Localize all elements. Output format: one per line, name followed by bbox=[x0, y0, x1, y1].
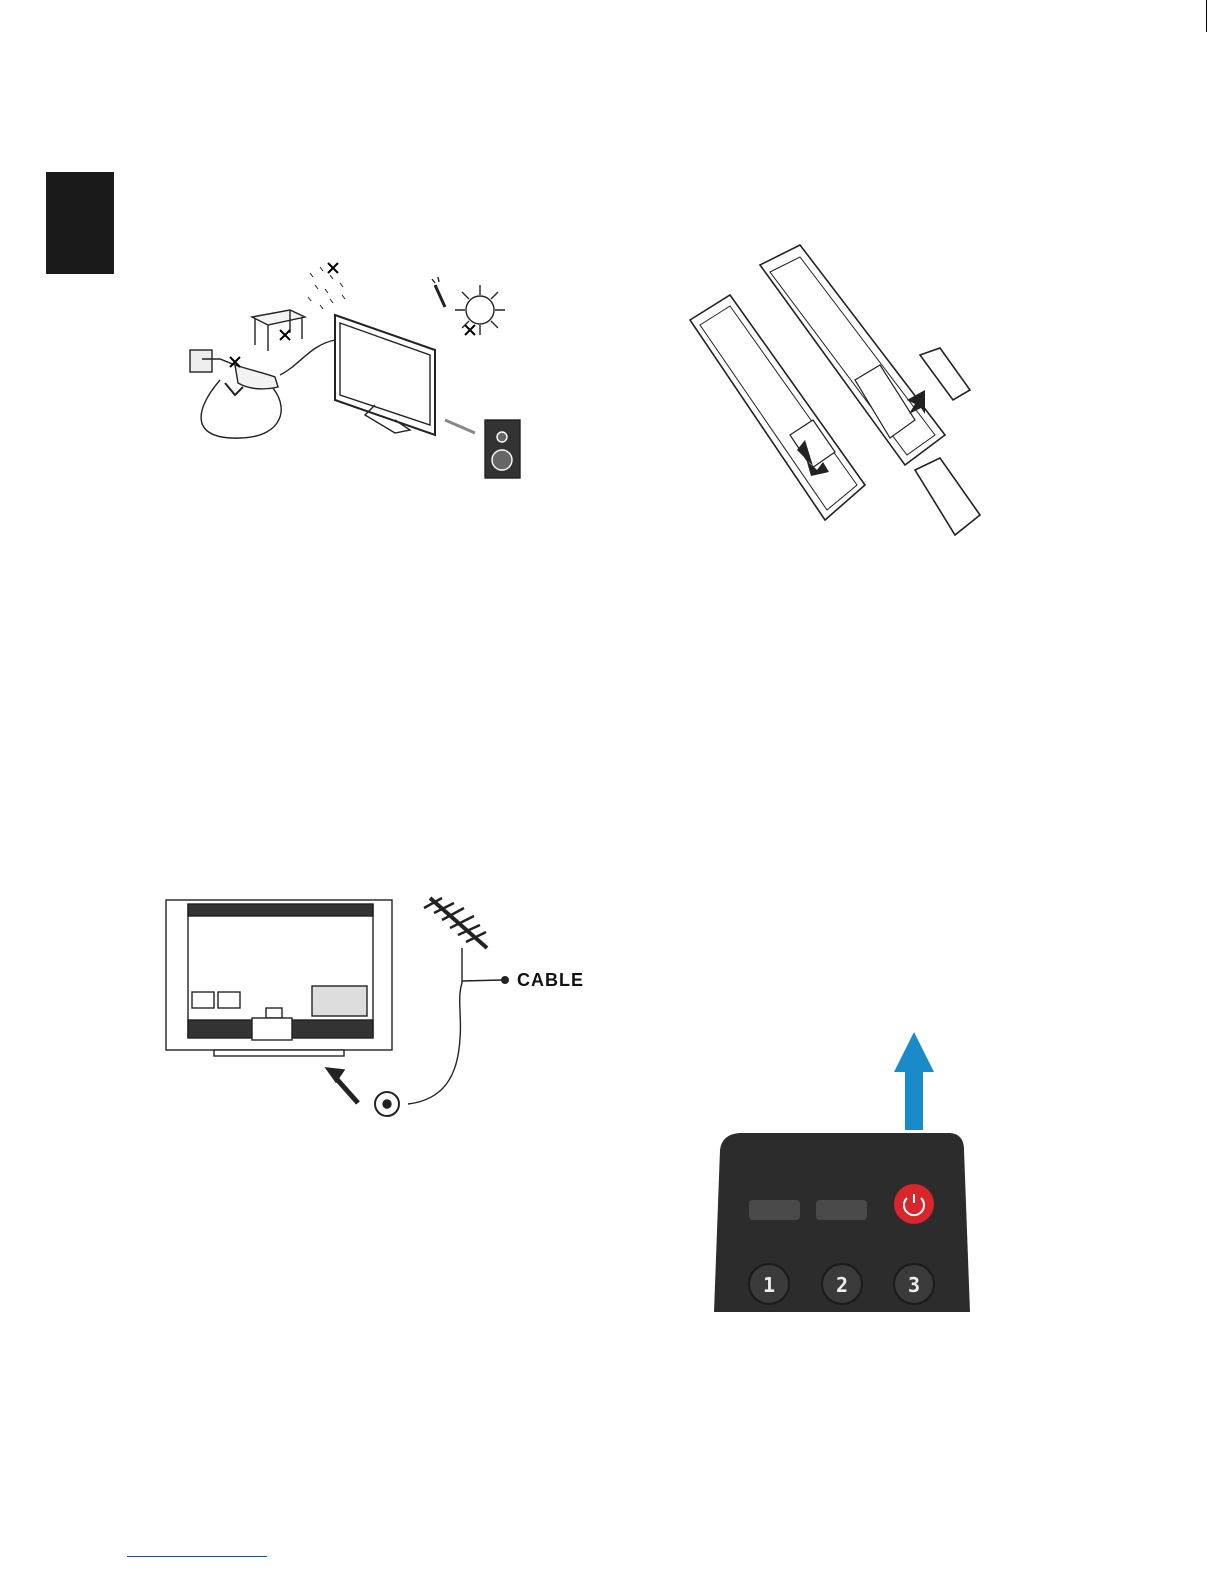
signal-arrow-icon bbox=[894, 1032, 934, 1130]
batteries-insertion-illustration bbox=[685, 240, 985, 540]
remote-button-3: 3 bbox=[908, 1273, 920, 1297]
remote-button-2: 2 bbox=[836, 1273, 848, 1297]
antenna-connection-illustration bbox=[162, 888, 512, 1128]
footer-rule bbox=[127, 1556, 267, 1557]
crop-mark-top bbox=[1206, 0, 1207, 32]
remote-control-illustration: 1 2 3 bbox=[712, 1030, 974, 1312]
section-tab bbox=[46, 172, 114, 274]
tv-placement-illustration bbox=[180, 255, 550, 495]
power-icon bbox=[894, 1184, 934, 1224]
remote-button-1: 1 bbox=[763, 1273, 775, 1297]
cable-label: CABLE bbox=[517, 970, 584, 991]
